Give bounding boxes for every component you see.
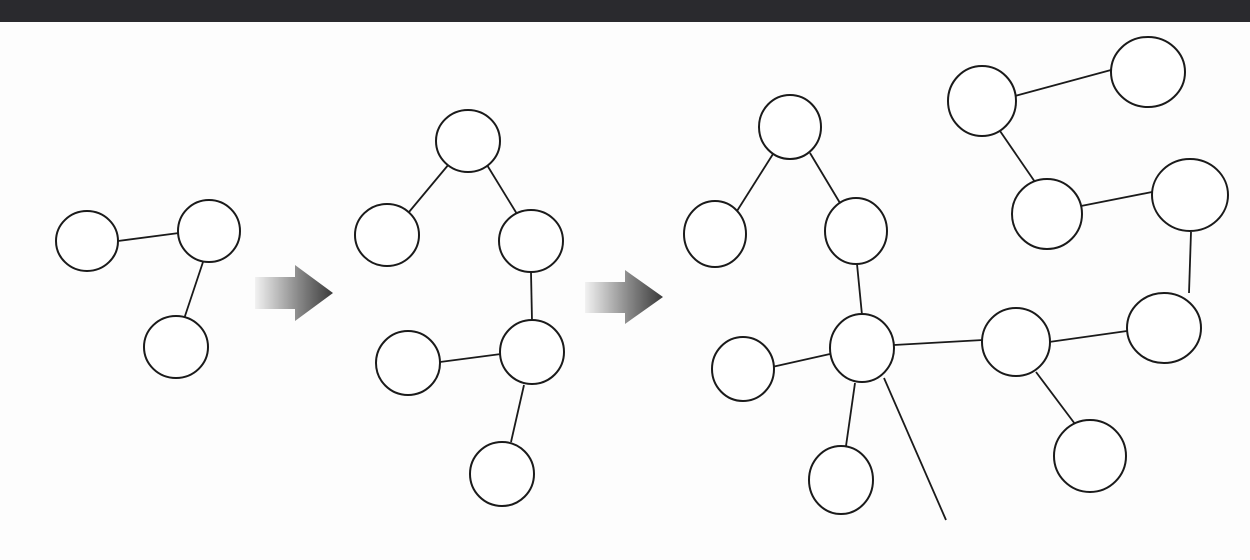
stage-2-edge [486, 164, 518, 215]
stage-3-node [758, 94, 822, 160]
stage-2-network [354, 109, 565, 507]
stage-3-edge [736, 153, 774, 212]
stage-3-edge [893, 339, 984, 346]
stage-2-node [354, 203, 420, 267]
stage-1-edge [183, 261, 204, 320]
transition-arrow-2 [585, 270, 663, 324]
stage-3-node [683, 200, 747, 268]
stage-3-node [808, 445, 874, 515]
stage-2-node [435, 109, 501, 173]
stage-3-edge [1080, 191, 1153, 207]
stage-2-edge [408, 163, 450, 213]
stage-3-edge [1188, 231, 1192, 294]
stage-3-node [947, 65, 1017, 137]
stage-3-node [1126, 292, 1202, 364]
stage-1-node [55, 210, 119, 272]
stage-3-edge [883, 377, 947, 521]
stage-3-node [1053, 419, 1127, 493]
stage-3-edge [999, 130, 1036, 183]
stage-2-edge [530, 271, 533, 322]
stage-3-node [711, 336, 775, 402]
stage-1-edge [117, 232, 180, 242]
stage-2-node [499, 319, 565, 385]
stage-3-edge [1035, 371, 1076, 425]
stage-1-node [177, 199, 241, 263]
stage-3-network [683, 36, 1229, 521]
stage-1-node [143, 315, 209, 379]
stage-3-edge [856, 263, 863, 316]
stage-3-edge [845, 382, 856, 447]
stage-3-node [981, 307, 1051, 377]
stage-3-node [829, 313, 895, 383]
stage-2-node [469, 441, 535, 507]
window-top-bar [0, 0, 1250, 22]
stage-3-node [1151, 158, 1229, 232]
stage-2-node [375, 330, 441, 396]
stage-3-node [1011, 178, 1083, 250]
right-arrow-icon [255, 265, 333, 321]
stage-2-node [498, 209, 564, 273]
right-arrow-icon [585, 270, 663, 324]
stage-3-edge [1014, 69, 1112, 97]
stage-3-node [1110, 36, 1186, 108]
stage-3-edge [771, 353, 831, 368]
stage-1-network [55, 199, 241, 379]
stage-2-edge [510, 384, 525, 443]
transition-arrow-1 [255, 265, 333, 321]
stage-3-edge [809, 152, 841, 204]
stage-3-node [824, 197, 888, 265]
stage-3-edge [1048, 330, 1128, 343]
stage-2-edge [439, 353, 502, 363]
